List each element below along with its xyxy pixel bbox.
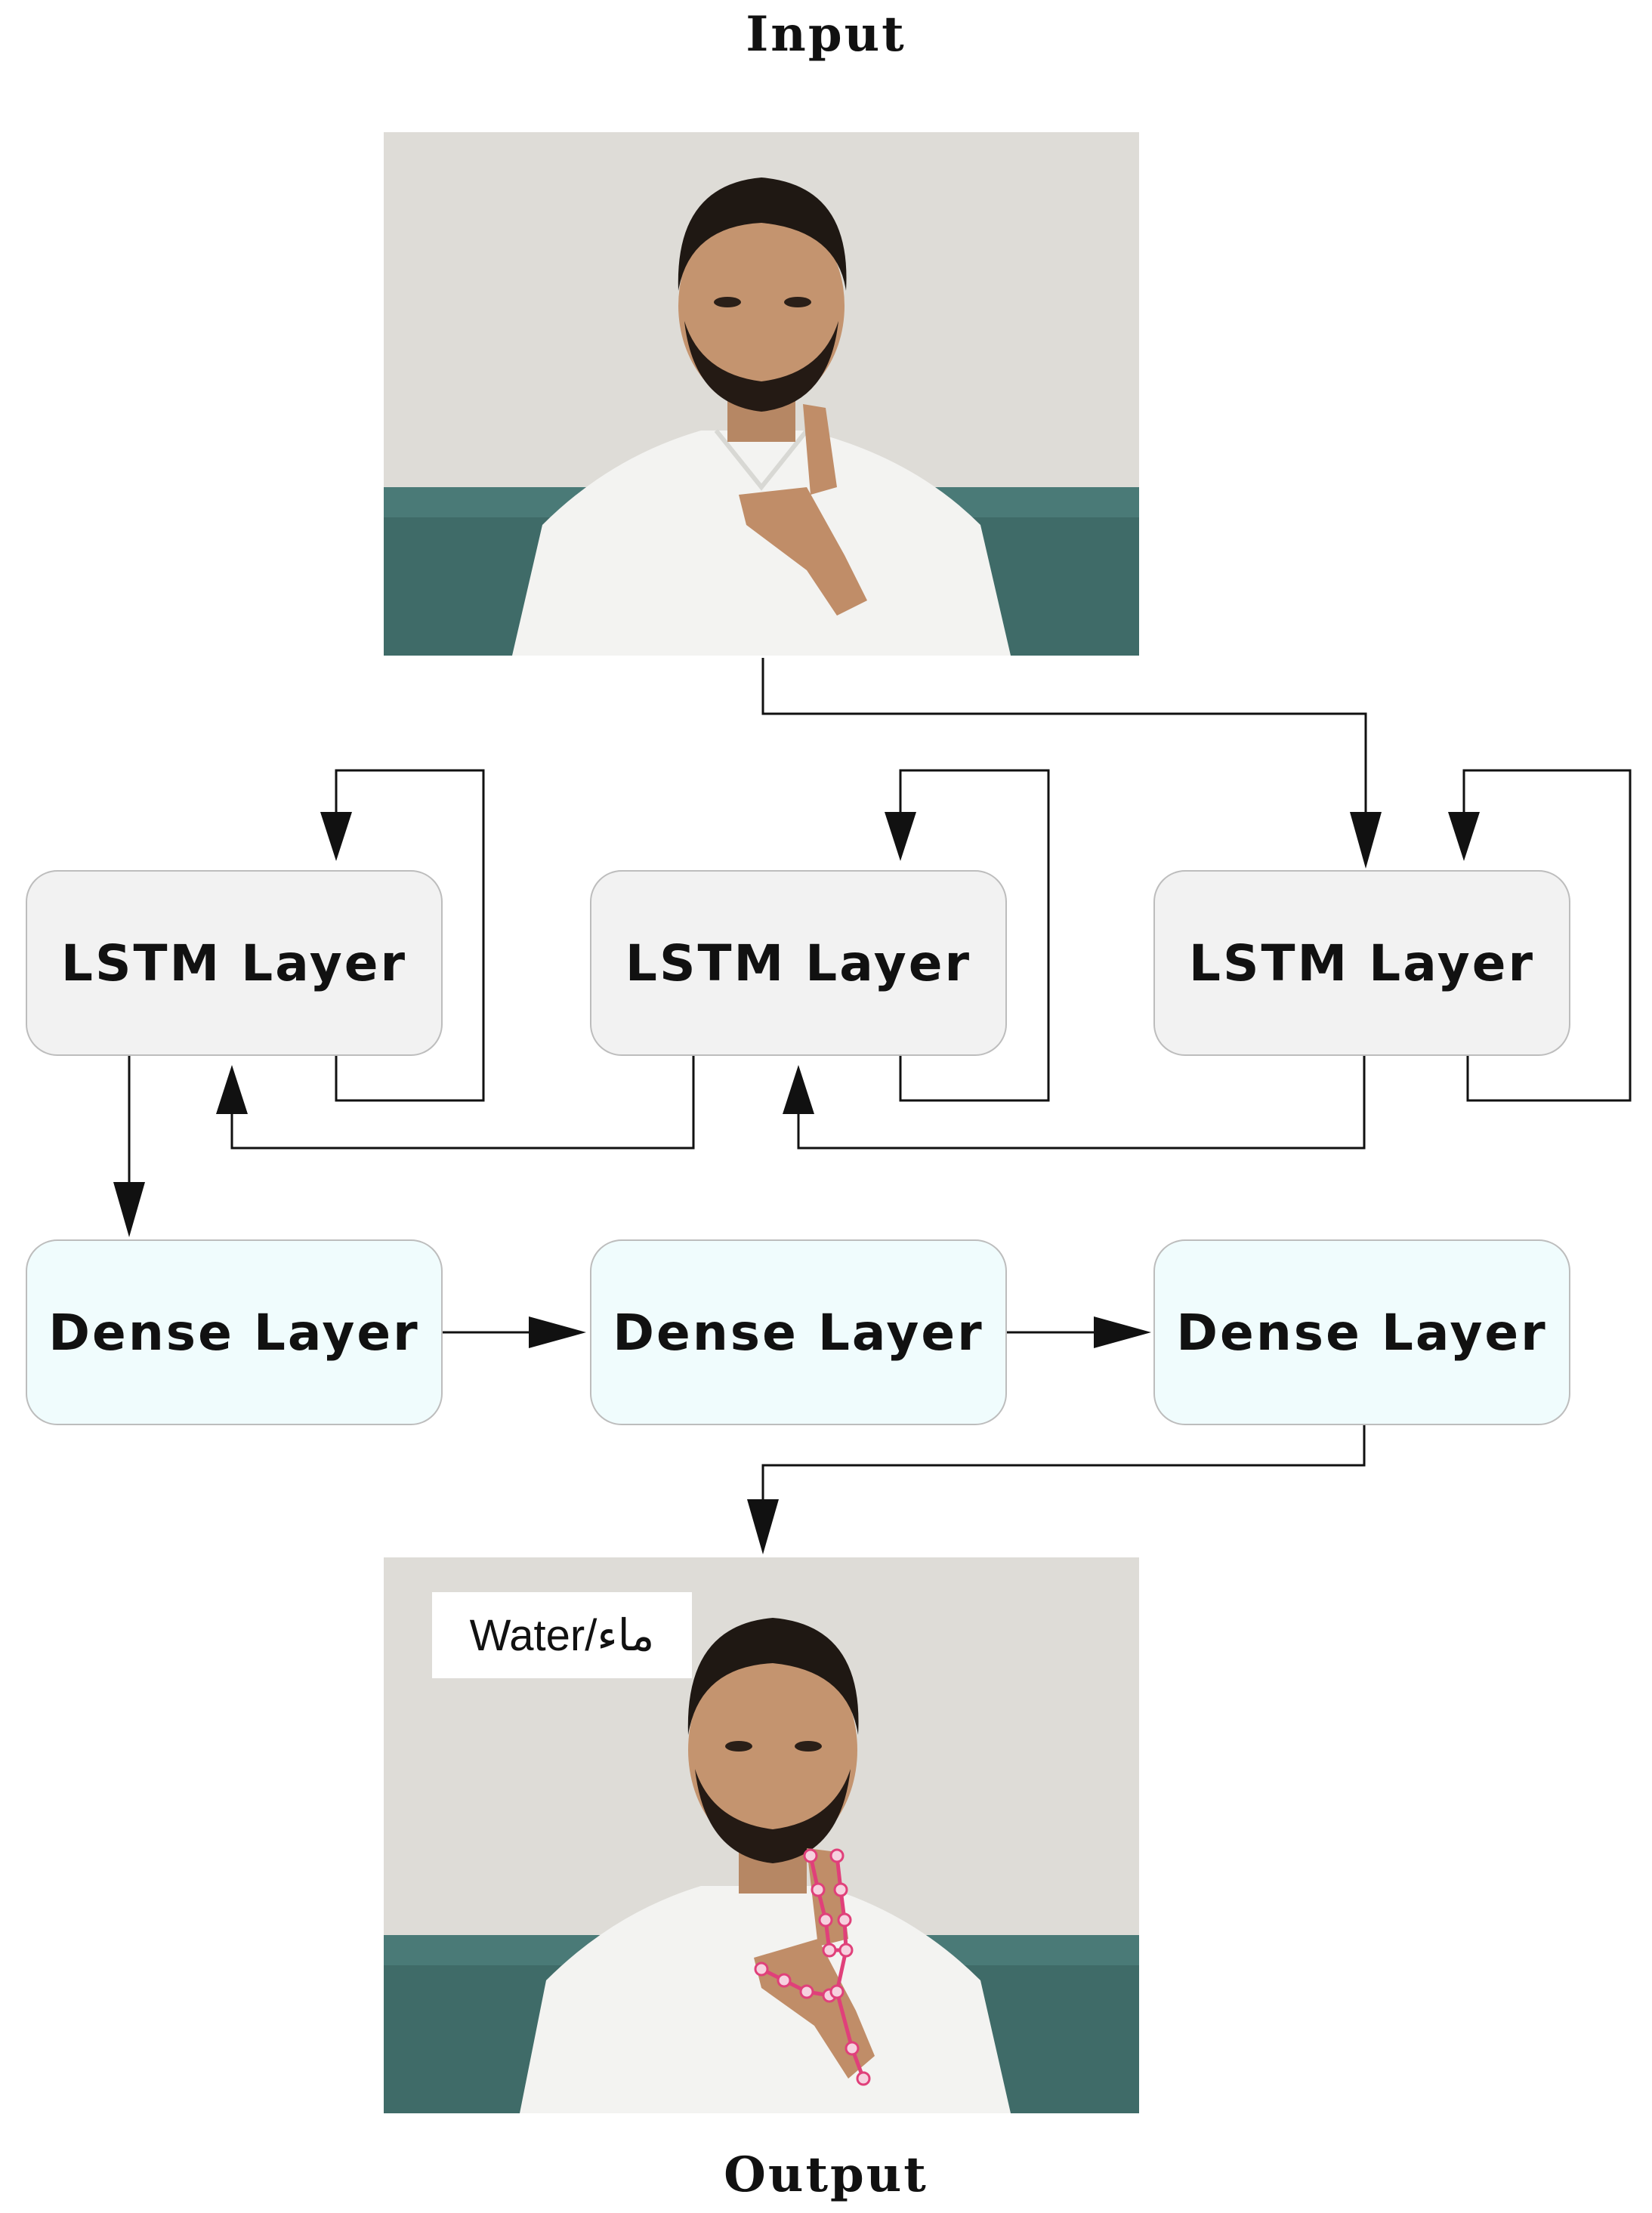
hand-landmark-points bbox=[754, 1848, 871, 2086]
arrowhead bbox=[216, 1065, 248, 1114]
arrowhead bbox=[529, 1316, 586, 1348]
lstm-layer-3: LSTM Layer bbox=[1153, 870, 1570, 1056]
lstm3-to-lstm2-arrow bbox=[797, 1056, 1366, 1150]
output-title: Output bbox=[724, 2147, 928, 2203]
lstm2-loop-arrow bbox=[899, 769, 1050, 1102]
lstm3-loop-arrow bbox=[1462, 769, 1632, 1102]
dense-layer-3: Dense Layer bbox=[1153, 1239, 1570, 1425]
dense3-to-output-arrow bbox=[761, 1425, 1366, 1499]
input-to-lstm3-arrow bbox=[761, 658, 1367, 812]
prediction-label: Water/ماء bbox=[432, 1592, 692, 1678]
lstm-layer-2: LSTM Layer bbox=[590, 870, 1007, 1056]
arrowhead bbox=[1350, 812, 1382, 869]
input-title: Input bbox=[746, 6, 906, 63]
dense-layer-1: Dense Layer bbox=[26, 1239, 443, 1425]
arrowhead bbox=[113, 1182, 145, 1237]
arrowhead bbox=[320, 812, 352, 861]
arrowhead bbox=[1094, 1316, 1151, 1348]
input-photo bbox=[384, 132, 1139, 656]
lstm1-loop-arrow bbox=[335, 769, 485, 1102]
arrowhead bbox=[747, 1499, 779, 1554]
arrowhead bbox=[1448, 812, 1480, 861]
arrowhead bbox=[783, 1065, 814, 1114]
lstm2-to-lstm1-arrow bbox=[230, 1056, 695, 1150]
arrowhead bbox=[885, 812, 916, 861]
dense-layer-2: Dense Layer bbox=[590, 1239, 1007, 1425]
lstm-layer-1: LSTM Layer bbox=[26, 870, 443, 1056]
